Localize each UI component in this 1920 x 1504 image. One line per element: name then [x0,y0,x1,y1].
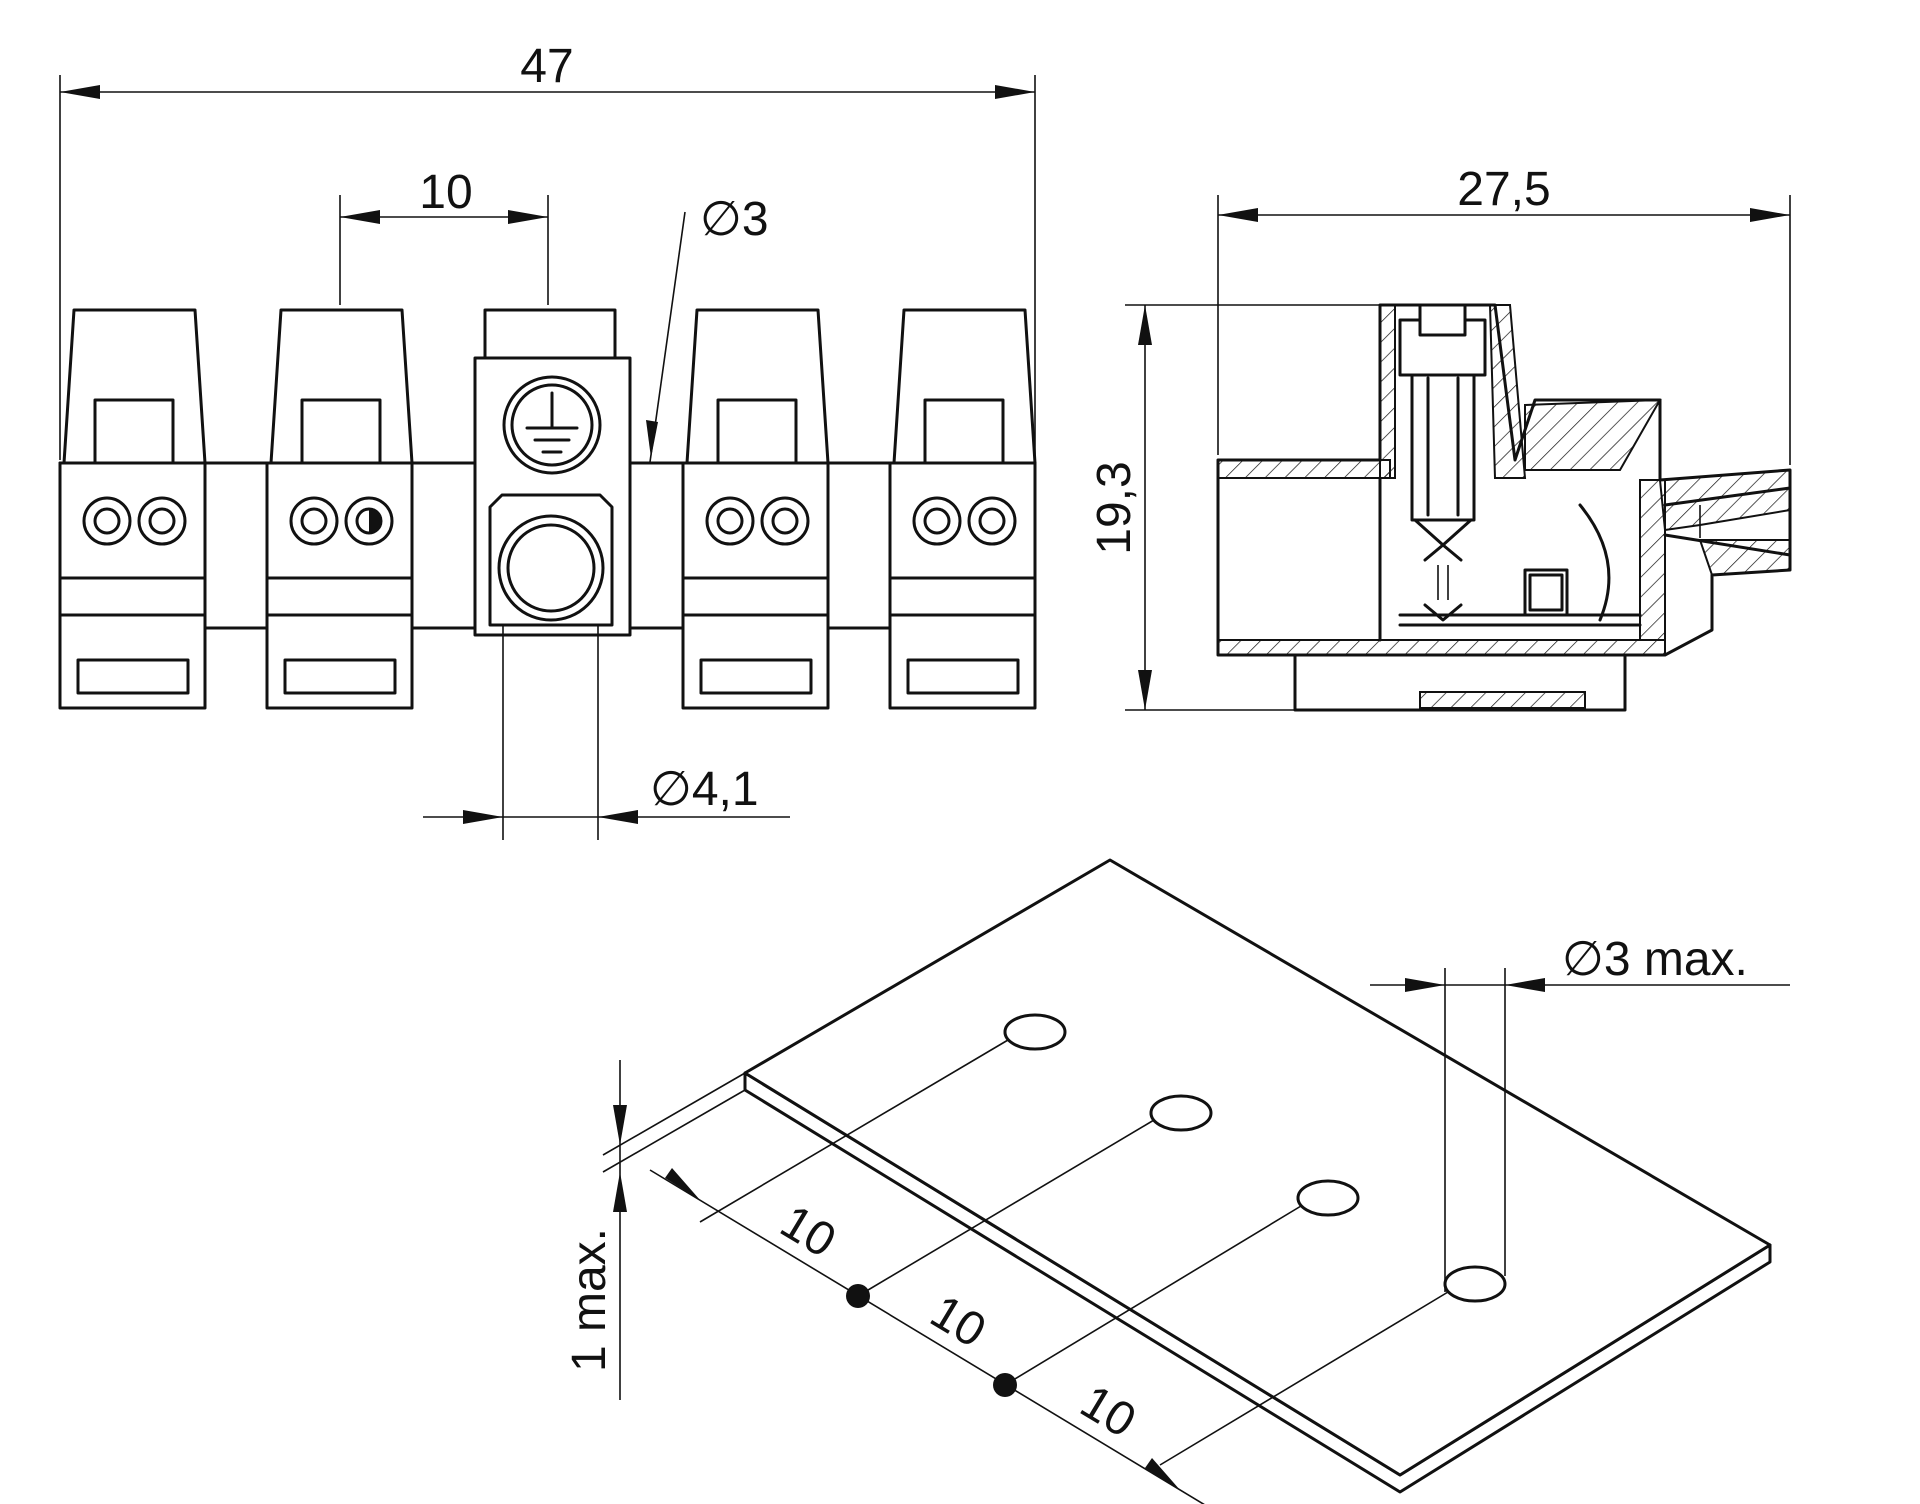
terminal-4 [681,308,830,710]
front-view: 47 10 ∅3 ∅4,1 [58,40,1037,840]
dim-d3-label: ∅3 [700,193,769,246]
dim-plate-1max-label: 1 max. [563,1228,616,1372]
terminal-2 [265,308,414,710]
mounting-plate: 10 10 10 ∅3 max. 1 max. [563,858,1790,1504]
dimension-overall-width: 47 [59,40,1036,460]
dim-plate-10-a: 10 [771,1195,844,1268]
plate-hole-2 [1149,1094,1213,1132]
terminal-5 [888,308,1037,710]
dimension-height: 19,3 [1088,304,1395,711]
dimension-depth: 27,5 [1217,163,1791,465]
dim-d41-label: ∅4,1 [650,763,759,816]
dim-plate-d3max-label: ∅3 max. [1562,933,1748,986]
dim-47-label: 47 [520,40,573,93]
dim-10-label: 10 [419,166,472,219]
terminal-ground [473,308,632,840]
dim-plate-10-c: 10 [1071,1375,1144,1448]
plate-hole-3 [1296,1179,1360,1217]
dimension-plate-thickness: 1 max. [563,1060,746,1400]
earth-ground-icon [525,391,579,454]
dim-plate-10-b: 10 [921,1285,994,1358]
dim-275-label: 27,5 [1457,163,1550,216]
dimension-hole-large: ∅4,1 [423,763,790,824]
dimension-pitch: 10 [339,166,549,305]
side-view: 27,5 19,3 [1088,163,1792,712]
dim-193-label: 19,3 [1088,461,1141,554]
plate-hole-1 [1003,1013,1067,1051]
dimension-hole-small: ∅3 [646,193,769,463]
dimension-plate-hole: ∅3 max. [1370,933,1790,1292]
terminal-1 [58,308,207,710]
